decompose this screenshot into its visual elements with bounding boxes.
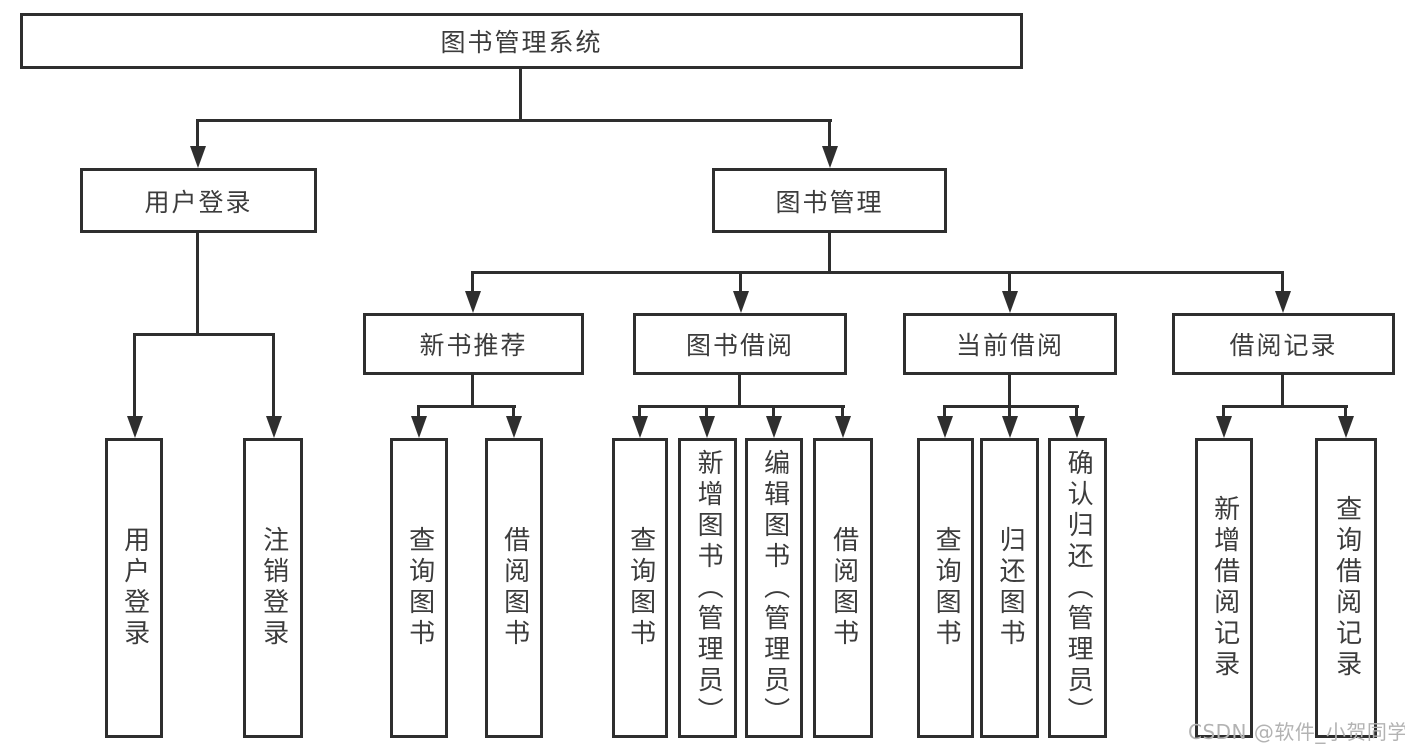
connector-records-span	[1222, 405, 1348, 408]
arrowhead-down-icon	[1069, 416, 1085, 438]
leaf-label: 归还图书	[995, 526, 1026, 650]
leaf-label: 确认归还（管理员）	[1063, 448, 1094, 728]
node-leaf-add-borrow-record: 新增借阅记录	[1195, 438, 1253, 738]
leaf-label: 查询图书	[931, 526, 962, 650]
node-book-management: 图书管理	[712, 168, 947, 233]
connector-drop-leaf	[1222, 405, 1225, 417]
connector-drop-new-book	[471, 271, 474, 291]
connector-current-span	[943, 405, 1079, 408]
connector-drop-leaf	[841, 405, 844, 417]
arrowhead-down-icon	[127, 416, 143, 438]
connector-drop-user-login	[196, 119, 199, 147]
node-leaf-edit-books-admin: 编辑图书（管理员）	[745, 438, 803, 738]
node-leaf-borrow-books: 借阅图书	[813, 438, 873, 738]
connector-drop-leaf	[133, 333, 136, 417]
connector-drop-book-borrow	[739, 271, 742, 291]
connector-root-stem	[519, 69, 522, 119]
arrowhead-down-icon	[835, 416, 851, 438]
arrowhead-down-icon	[190, 146, 206, 168]
node-new-book-recommendation: 新书推荐	[363, 313, 584, 375]
node-borrowing-records: 借阅记录	[1172, 313, 1395, 375]
connector-drop-book-mgmt	[828, 119, 831, 147]
connector-book-borrow-span	[638, 405, 845, 408]
connector-drop-current	[1008, 271, 1011, 291]
node-root-library-system: 图书管理系统	[20, 13, 1023, 69]
connector-user-login-span	[133, 333, 275, 336]
arrowhead-down-icon	[1002, 291, 1018, 313]
arrowhead-down-icon	[1338, 416, 1354, 438]
node-leaf-confirm-return-admin: 确认归还（管理员）	[1048, 438, 1107, 738]
leaf-label: 借阅图书	[828, 526, 859, 650]
connector-drop-leaf	[1075, 405, 1078, 417]
node-leaf-logout: 注销登录	[243, 438, 303, 738]
arrowhead-down-icon	[506, 416, 522, 438]
leaf-label: 查询图书	[625, 526, 656, 650]
arrowhead-down-icon	[1216, 416, 1232, 438]
arrowhead-down-icon	[822, 146, 838, 168]
arrowhead-down-icon	[699, 416, 715, 438]
node-leaf-query-books-borrowing: 查询图书	[612, 438, 668, 738]
connector-drop-leaf	[417, 405, 420, 417]
connector-drop-leaf	[638, 405, 641, 417]
connector-drop-leaf	[1344, 405, 1347, 417]
connector-new-book-span	[417, 405, 516, 408]
node-user-login: 用户登录	[80, 168, 317, 233]
arrowhead-down-icon	[937, 416, 953, 438]
connector-root-span	[196, 119, 832, 122]
connector-book-borrow-stem	[738, 375, 741, 407]
arrowhead-down-icon	[733, 291, 749, 313]
connector-drop-leaf	[772, 405, 775, 417]
connector-book-mgmt-stem	[828, 233, 831, 274]
leaf-label: 新增图书（管理员）	[693, 448, 724, 728]
leaf-label: 编辑图书（管理员）	[759, 448, 790, 728]
arrowhead-down-icon	[1002, 416, 1018, 438]
node-leaf-add-books-admin: 新增图书（管理员）	[678, 438, 737, 738]
connector-records-stem	[1281, 375, 1284, 407]
arrowhead-down-icon	[632, 416, 648, 438]
node-leaf-borrow-books-recommend: 借阅图书	[485, 438, 543, 738]
leaf-label: 用户登录	[119, 526, 150, 650]
node-current-borrowing: 当前借阅	[903, 313, 1117, 375]
node-book-borrowing: 图书借阅	[633, 313, 847, 375]
leaf-label: 注销登录	[258, 526, 289, 650]
connector-user-login-stem	[196, 233, 199, 334]
arrowhead-down-icon	[1275, 291, 1291, 313]
connector-drop-leaf	[512, 405, 515, 417]
node-leaf-return-books: 归还图书	[980, 438, 1039, 738]
leaf-label: 新增借阅记录	[1209, 495, 1240, 681]
arrowhead-down-icon	[465, 291, 481, 313]
leaf-label: 查询图书	[404, 526, 435, 650]
connector-new-book-stem	[471, 375, 474, 407]
connector-drop-leaf	[705, 405, 708, 417]
connector-drop-leaf	[943, 405, 946, 417]
connector-book-mgmt-span	[471, 271, 1284, 274]
node-leaf-query-books-current: 查询图书	[917, 438, 974, 738]
node-leaf-query-borrow-record: 查询借阅记录	[1315, 438, 1377, 738]
arrowhead-down-icon	[266, 416, 282, 438]
connector-current-stem	[1008, 375, 1011, 407]
arrowhead-down-icon	[411, 416, 427, 438]
arrowhead-down-icon	[766, 416, 782, 438]
connector-drop-leaf	[272, 333, 275, 417]
csdn-watermark: CSDN @软件_小贺同学	[1188, 720, 1405, 744]
connector-drop-records	[1281, 271, 1284, 291]
connector-drop-leaf	[1008, 405, 1011, 417]
node-leaf-user-login: 用户登录	[105, 438, 163, 738]
node-leaf-query-books-recommend: 查询图书	[390, 438, 448, 738]
leaf-label: 查询借阅记录	[1331, 495, 1362, 681]
leaf-label: 借阅图书	[499, 526, 530, 650]
